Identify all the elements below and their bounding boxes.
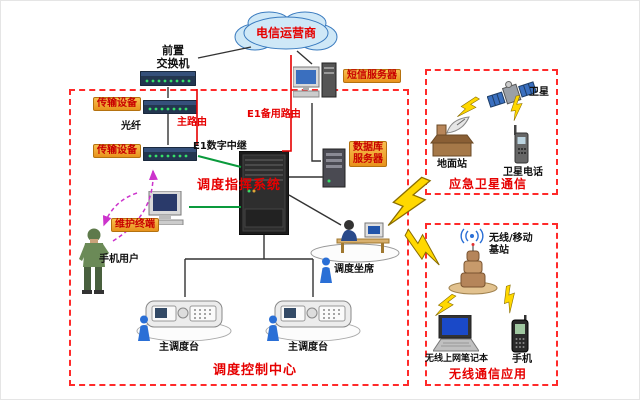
transmission2-label: 传输设备 <box>93 144 141 158</box>
base-station-icon <box>448 243 498 295</box>
control-center-label: 调度控制中心 <box>213 363 298 378</box>
wireless-zone-label: 无线通信应用 <box>449 367 528 381</box>
person-icon <box>138 315 150 341</box>
wireless-laptop <box>432 314 480 357</box>
front-switch-label: 前置 交换机 <box>156 44 190 71</box>
mobile-phone <box>509 315 531 357</box>
base-station-label: 无线/移动 基站 <box>489 233 533 256</box>
mobile-user-label: 手机用户 <box>99 254 139 265</box>
operator-figure <box>319 257 333 287</box>
rack-icon <box>238 150 290 236</box>
satellite-label: 卫星 <box>529 87 549 98</box>
computer-icon <box>292 62 337 98</box>
fiber-label: 光纤 <box>121 121 141 132</box>
sms-server-label: 短信服务器 <box>343 69 401 83</box>
satellite-phone <box>511 125 531 169</box>
radio-waves-icon <box>460 228 484 244</box>
sms-server <box>292 61 337 107</box>
laptop-icon <box>432 314 480 352</box>
dispatch-system-label: 调度指挥系统 <box>196 178 281 193</box>
mobile-phone-label: 手机 <box>512 354 532 365</box>
transmission1 <box>142 99 198 118</box>
dispatch-seat-label: 调度坐席 <box>334 264 374 275</box>
switch-icon <box>142 146 198 162</box>
main-console-left <box>134 295 234 347</box>
maintenance-terminal-label: 维护终端 <box>111 218 159 232</box>
person-icon <box>267 315 279 341</box>
switch-icon <box>139 70 197 87</box>
satellite-zone-label: 应急卫星通信 <box>449 177 528 191</box>
person-soldier-icon <box>79 228 109 294</box>
dispatch-server-rack <box>238 150 290 239</box>
transmission1-label: 传输设备 <box>93 97 141 111</box>
dispatch-seat <box>309 215 401 267</box>
operator-figure <box>137 315 151 345</box>
person-icon <box>320 257 332 283</box>
telecom-operator-label: 电信运营商 <box>255 26 316 40</box>
server-tower-icon <box>322 148 346 188</box>
db-server-label: 数据库 服务器 <box>349 141 387 167</box>
wireless-laptop-label: 无线上网笔记本 <box>425 354 489 364</box>
e1-backup-label: E1备用路由 <box>247 109 301 120</box>
monitor-icon <box>148 190 184 226</box>
telecom-cloud: 电信运营商 <box>225 9 347 55</box>
front-switch <box>139 70 197 90</box>
operator-figure <box>266 315 280 345</box>
maintenance-terminal <box>147 190 187 229</box>
satellite-phone-icon <box>514 125 529 164</box>
ground-station <box>429 115 475 163</box>
mobile-user <box>77 227 119 299</box>
console-icon <box>136 300 232 342</box>
db-server <box>321 147 347 193</box>
mobile-phone-icon <box>511 315 529 353</box>
operator-desk-icon <box>310 220 400 263</box>
satellite-comm-zone <box>425 69 558 195</box>
cloud-icon <box>234 11 338 51</box>
e1-trunk-label: E1数字中继 <box>193 141 247 152</box>
console-icon <box>265 300 361 342</box>
wireless-comm-zone <box>425 223 558 386</box>
transmission2 <box>142 146 198 165</box>
main-console-right-label: 主调度台 <box>288 342 328 353</box>
ground-station-icon <box>430 116 474 157</box>
main-route-label: 主路由 <box>177 117 207 128</box>
main-console-left-label: 主调度台 <box>159 342 199 353</box>
ground-station-label: 地面站 <box>437 159 467 170</box>
base-station <box>447 243 499 299</box>
satellite-phone-label: 卫星电话 <box>503 167 543 178</box>
radio-signal-icon-wrap <box>459 228 485 248</box>
main-console-right <box>263 295 363 347</box>
switch-icon <box>142 99 198 115</box>
